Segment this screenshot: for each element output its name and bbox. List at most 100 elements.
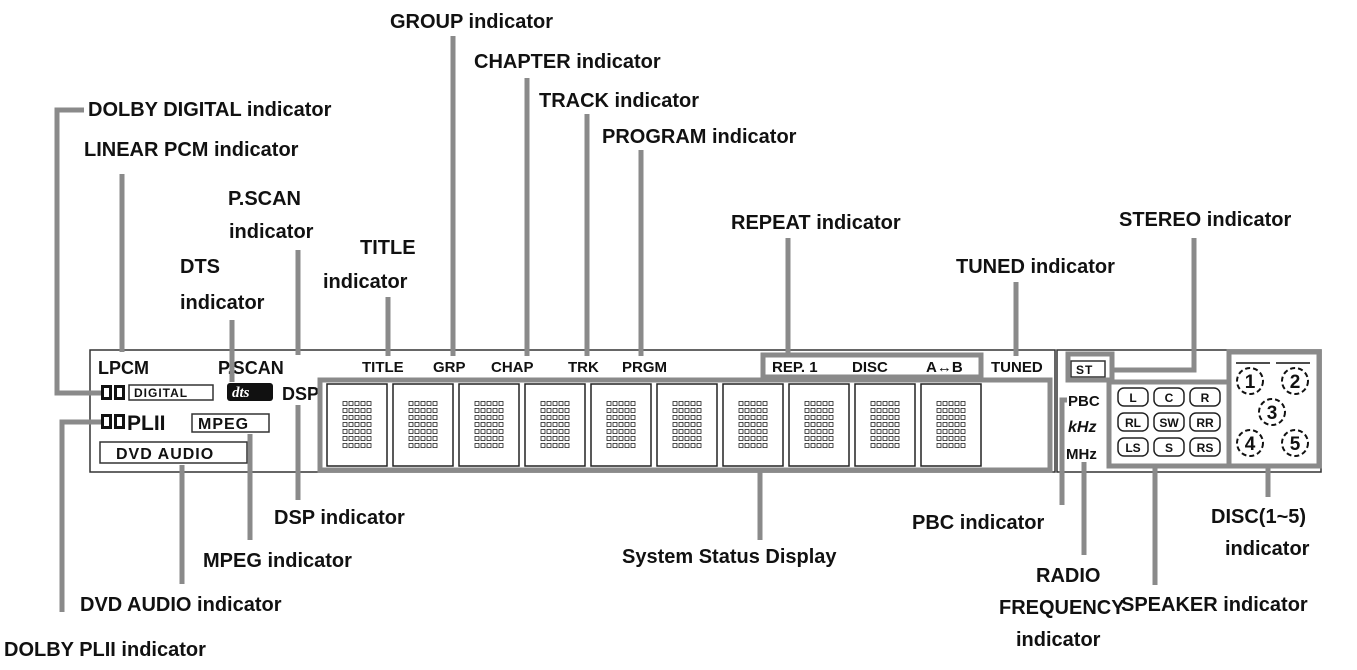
- character-cell: [854, 383, 916, 467]
- character-cells: [326, 383, 982, 467]
- dts-logo-text: dts: [232, 385, 250, 401]
- speaker-ls-indicator: LS: [1117, 437, 1149, 457]
- leader-dolby-digital: [54, 107, 101, 396]
- speaker-rs-indicator: RS: [1189, 437, 1221, 457]
- mhz-segment: MHz: [1066, 446, 1097, 463]
- disc-number: 2: [1290, 372, 1301, 393]
- callout-disc-2: indicator: [1225, 538, 1310, 560]
- prgm-segment: PRGM: [622, 359, 667, 376]
- disc-grid: 1 234 5: [1236, 367, 1309, 457]
- callout-pbc: PBC indicator: [912, 512, 1044, 534]
- speaker-label: LS: [1125, 441, 1140, 455]
- callout-dts-2: indicator: [180, 292, 265, 314]
- callout-system-status: System Status Display: [622, 546, 837, 568]
- character-cell: [524, 383, 586, 467]
- disc-1-indicator: 1: [1236, 367, 1264, 395]
- disc-5-indicator: 5: [1281, 429, 1309, 457]
- disc-3-indicator: 3: [1258, 398, 1286, 426]
- callout-group: GROUP indicator: [390, 11, 553, 33]
- callout-tuned: TUNED indicator: [956, 256, 1115, 278]
- callout-pscan-1: P.SCAN: [228, 188, 301, 210]
- mpeg-segment: MPEG: [198, 416, 249, 433]
- stereo-box: [1070, 360, 1106, 378]
- character-cell: [656, 383, 718, 467]
- speaker-label: RS: [1197, 441, 1214, 455]
- tuned-segment: TUNED: [991, 359, 1043, 376]
- leader-dolby-pl2: [59, 419, 101, 612]
- repeat-bracket: [760, 352, 984, 380]
- speaker-label: S: [1165, 441, 1173, 455]
- speaker-rr-indicator: RR: [1189, 412, 1221, 432]
- disc-number: 1: [1245, 372, 1256, 393]
- character-cell: [458, 383, 520, 467]
- pbc-segment: PBC: [1068, 393, 1100, 410]
- callout-title-2: indicator: [323, 271, 408, 293]
- stereo-segment: ST: [1076, 363, 1093, 377]
- digital-box: [128, 384, 214, 401]
- speaker-label: R: [1201, 391, 1210, 405]
- dsp-segment: DSP: [282, 384, 319, 404]
- callout-stereo: STEREO indicator: [1119, 209, 1291, 231]
- callout-dolby-digital: DOLBY DIGITAL indicator: [88, 99, 332, 121]
- speaker-label: C: [1165, 391, 1174, 405]
- speaker-rl-indicator: RL: [1117, 412, 1149, 432]
- callout-disc-1: DISC(1~5): [1211, 506, 1306, 528]
- disc-4-indicator: 4: [1236, 429, 1264, 457]
- title-segment: TITLE: [362, 359, 404, 376]
- system-status-bracket: [317, 377, 1053, 473]
- speaker-c-indicator: C: [1153, 387, 1185, 407]
- character-cell: [590, 383, 652, 467]
- character-cell: [392, 383, 454, 467]
- speaker-label: RL: [1125, 416, 1141, 430]
- callout-program: PROGRAM indicator: [602, 126, 797, 148]
- callout-dolby-pl2: DOLBY PLII indicator: [4, 639, 206, 661]
- speaker-label: SW: [1159, 416, 1179, 430]
- callout-radio-1: RADIO: [1036, 565, 1100, 587]
- stereo-bracket: [1065, 351, 1115, 383]
- leader-stereo: [1112, 238, 1197, 373]
- callout-radio-2: FREQUENCY: [999, 597, 1125, 619]
- dolby-double-d-icon: [101, 385, 125, 400]
- callout-title-1: TITLE: [360, 237, 416, 259]
- callout-linear-pcm: LINEAR PCM indicator: [84, 139, 299, 161]
- callout-dts-1: DTS: [180, 256, 220, 278]
- disc-segment: DISC: [852, 359, 888, 376]
- grp-segment: GRP: [433, 359, 466, 376]
- callout-repeat: REPEAT indicator: [731, 212, 901, 234]
- chap-segment: CHAP: [491, 359, 534, 376]
- khz-segment: kHz: [1068, 419, 1096, 436]
- dvd-audio-segment: DVD AUDIO: [116, 446, 214, 463]
- rep1-segment: REP. 1: [772, 359, 818, 376]
- dvd-audio-box: [99, 441, 248, 464]
- disc-bracket: [1226, 349, 1322, 469]
- speaker-r-indicator: R: [1189, 387, 1221, 407]
- disc-number: 5: [1290, 434, 1301, 455]
- speaker-l-indicator: L: [1117, 387, 1149, 407]
- speaker-grid: L C R RL SW RR LS S RS: [1117, 387, 1221, 457]
- ab-segment: A↔B: [926, 359, 963, 376]
- trk-segment: TRK: [568, 359, 599, 376]
- callout-pscan-2: indicator: [229, 221, 314, 243]
- disc-number: 3: [1267, 403, 1278, 424]
- speaker-label: RR: [1196, 416, 1214, 430]
- leader-pbc: [1059, 397, 1067, 505]
- pscan-segment: P.SCAN: [218, 358, 284, 378]
- callout-speaker: SPEAKER indicator: [1121, 594, 1308, 616]
- character-cell: [722, 383, 784, 467]
- callout-mpeg: MPEG indicator: [203, 550, 352, 572]
- digital-segment: DIGITAL: [134, 386, 188, 400]
- disc-number: 4: [1245, 434, 1256, 455]
- plii-segment: PLII: [127, 412, 166, 435]
- callout-dvd-audio: DVD AUDIO indicator: [80, 594, 282, 616]
- lpcm-segment: LPCM: [98, 358, 149, 378]
- mpeg-box: [191, 413, 270, 433]
- speaker-s-indicator: S: [1153, 437, 1185, 457]
- character-cell: [920, 383, 982, 467]
- callout-track: TRACK indicator: [539, 90, 699, 112]
- character-cell: [326, 383, 388, 467]
- callout-dsp: DSP indicator: [274, 507, 405, 529]
- callout-chapter: CHAPTER indicator: [474, 51, 661, 73]
- speaker-label: L: [1129, 391, 1136, 405]
- character-cell: [788, 383, 850, 467]
